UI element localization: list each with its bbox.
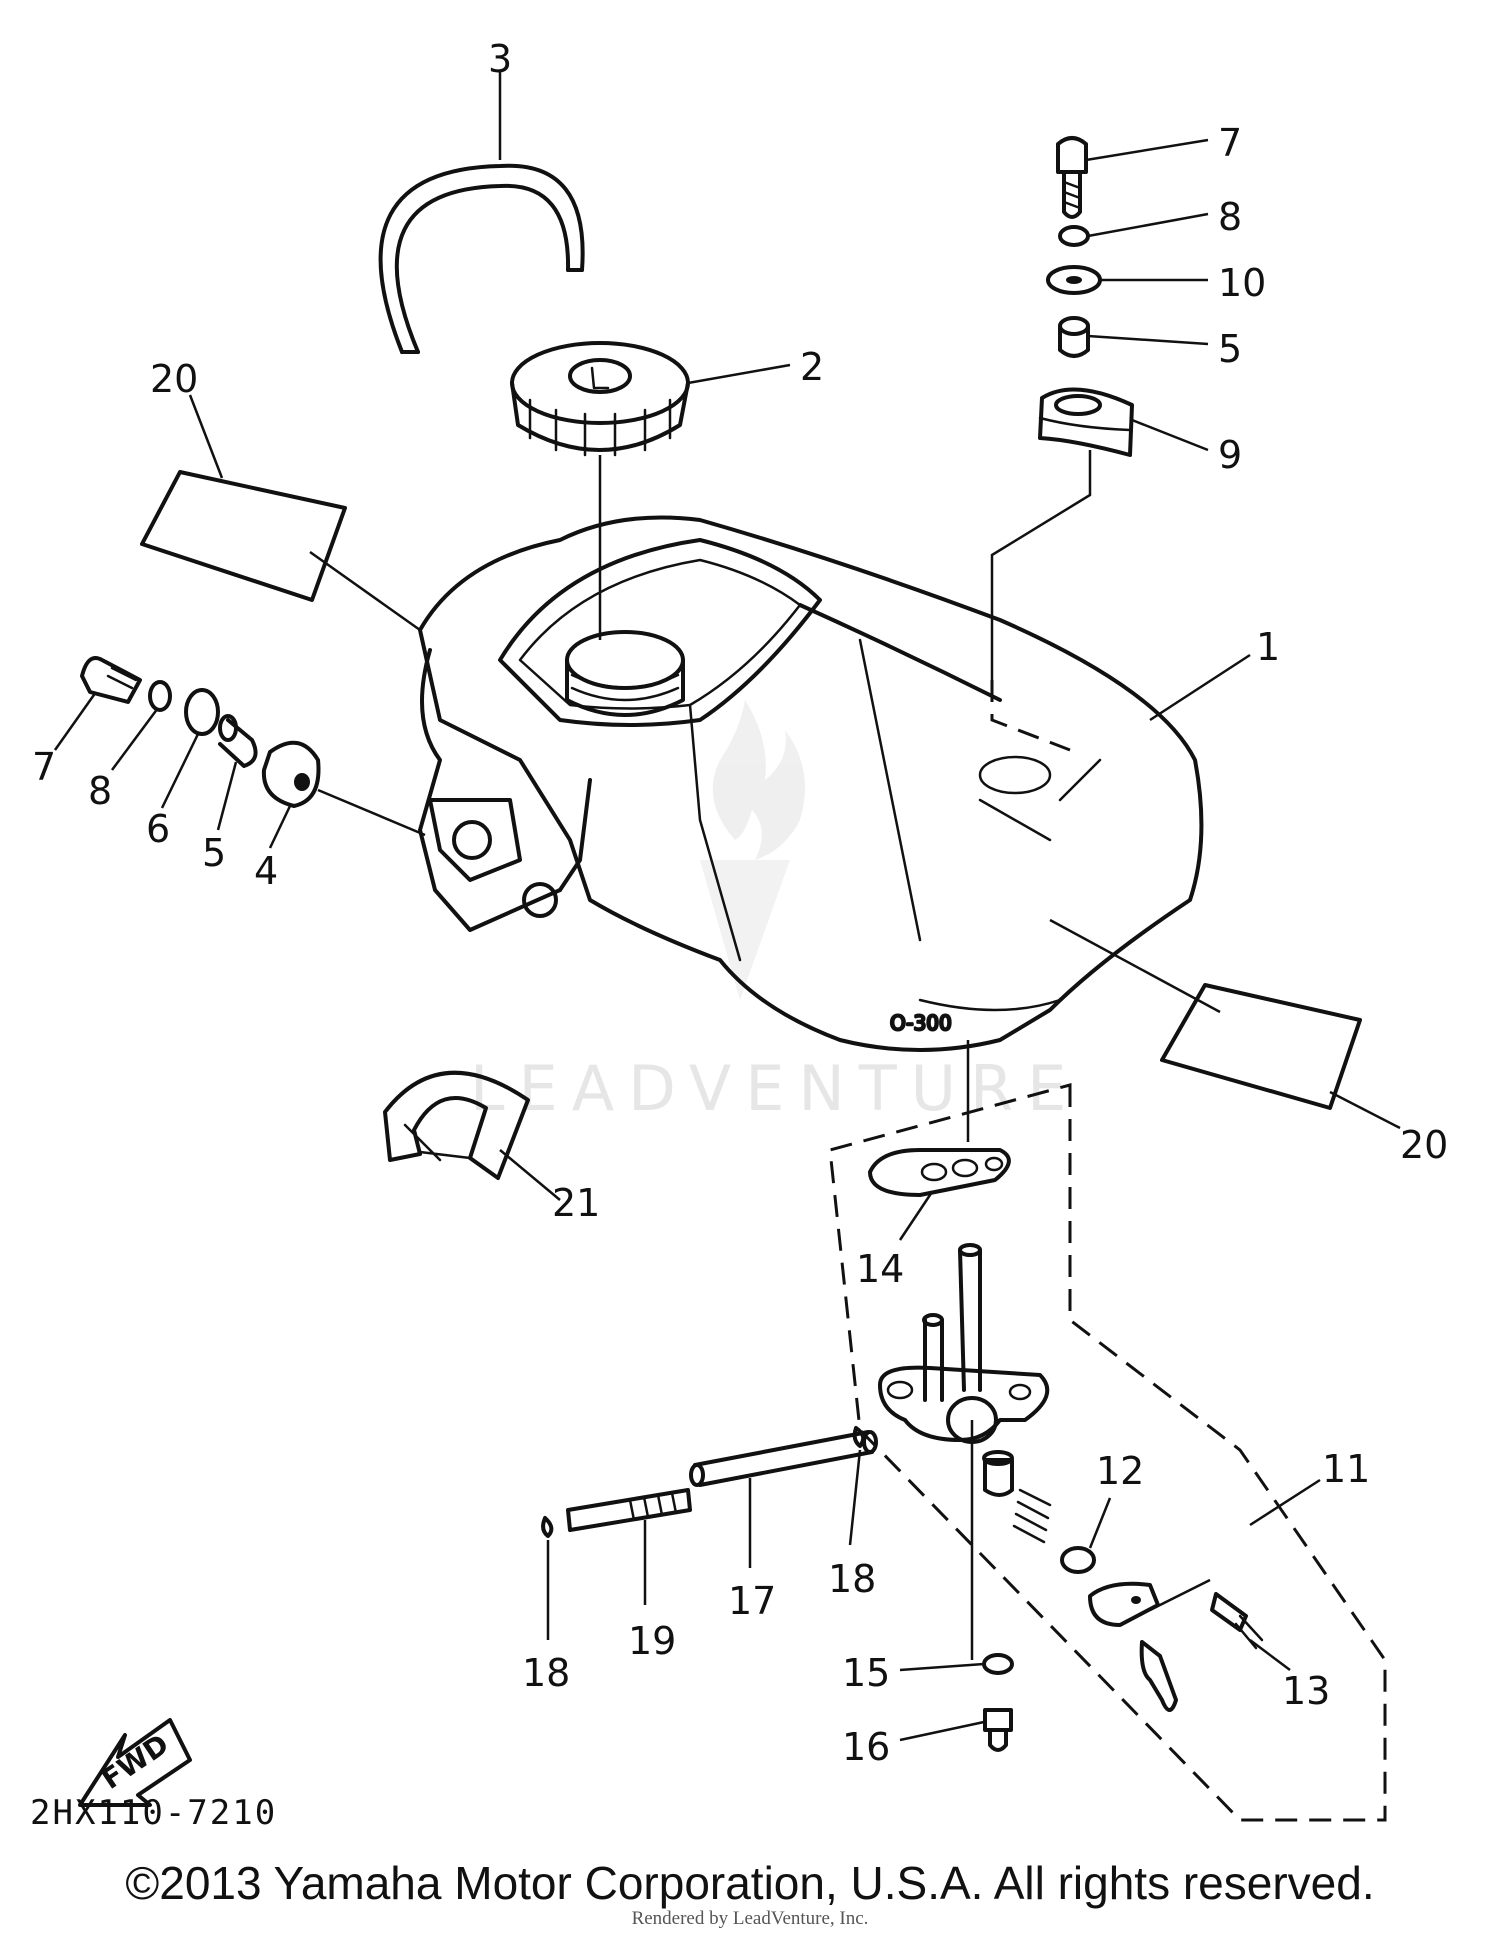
fuel-cock-assembly bbox=[868, 1148, 1264, 1752]
callout-16: 16 bbox=[842, 1725, 890, 1769]
callout-20-right: 20 bbox=[1400, 1123, 1448, 1167]
callout-7-side: 7 bbox=[32, 745, 56, 789]
callout-12: 12 bbox=[1096, 1449, 1144, 1493]
callout-11: 11 bbox=[1322, 1447, 1370, 1491]
callout-20-left: 20 bbox=[150, 357, 198, 401]
fuel-hose bbox=[689, 1430, 878, 1487]
warning-label-left bbox=[140, 470, 347, 602]
callout-18-right: 18 bbox=[828, 1557, 876, 1601]
side-bolt-stack bbox=[80, 656, 321, 808]
callout-7: 7 bbox=[1218, 121, 1242, 165]
breather-hose bbox=[378, 163, 585, 354]
callout-21: 21 bbox=[552, 1181, 600, 1225]
callout-18-left: 18 bbox=[522, 1651, 570, 1695]
callout-3: 3 bbox=[488, 37, 512, 81]
callout-17: 17 bbox=[728, 1579, 776, 1623]
top-bolt-stack bbox=[1038, 136, 1134, 457]
callout-5: 5 bbox=[1218, 327, 1242, 371]
callout-2: 2 bbox=[800, 345, 824, 389]
hose-clip-left bbox=[541, 1516, 554, 1538]
callout-15: 15 bbox=[842, 1651, 890, 1695]
hose-clip-right bbox=[852, 1426, 866, 1448]
fuel-cock-group-boundary bbox=[828, 1083, 1387, 1822]
callout-14: 14 bbox=[856, 1247, 904, 1291]
fwd-label: FWD bbox=[95, 1727, 174, 1795]
watermark-text: LEADVENTURE bbox=[470, 1052, 1080, 1125]
callout-1: 1 bbox=[1256, 625, 1280, 669]
fuel-tank: O-300 bbox=[418, 515, 1204, 1052]
callout-5-side: 5 bbox=[202, 831, 226, 875]
callout-9: 9 bbox=[1218, 433, 1242, 477]
hose-fitting bbox=[566, 1488, 692, 1532]
fuel-cap bbox=[510, 341, 690, 457]
warning-label-right bbox=[1160, 983, 1362, 1110]
callout-4: 4 bbox=[254, 849, 278, 893]
callout-8-side: 8 bbox=[88, 769, 112, 813]
callout-19: 19 bbox=[628, 1619, 676, 1663]
callout-6: 6 bbox=[146, 807, 170, 851]
copyright-notice: ©2013 Yamaha Motor Corporation, U.S.A. A… bbox=[125, 1857, 1375, 1909]
rendered-by-note: Rendered by LeadVenture, Inc. bbox=[631, 1908, 869, 1929]
callout-13: 13 bbox=[1282, 1669, 1330, 1713]
callout-8: 8 bbox=[1218, 195, 1242, 239]
callout-10: 10 bbox=[1218, 261, 1266, 305]
fuel-hose-clip bbox=[383, 1070, 530, 1180]
diagram-code: 2HX110-7210 bbox=[30, 1793, 277, 1833]
svg-text:O-300: O-300 bbox=[890, 1011, 952, 1035]
